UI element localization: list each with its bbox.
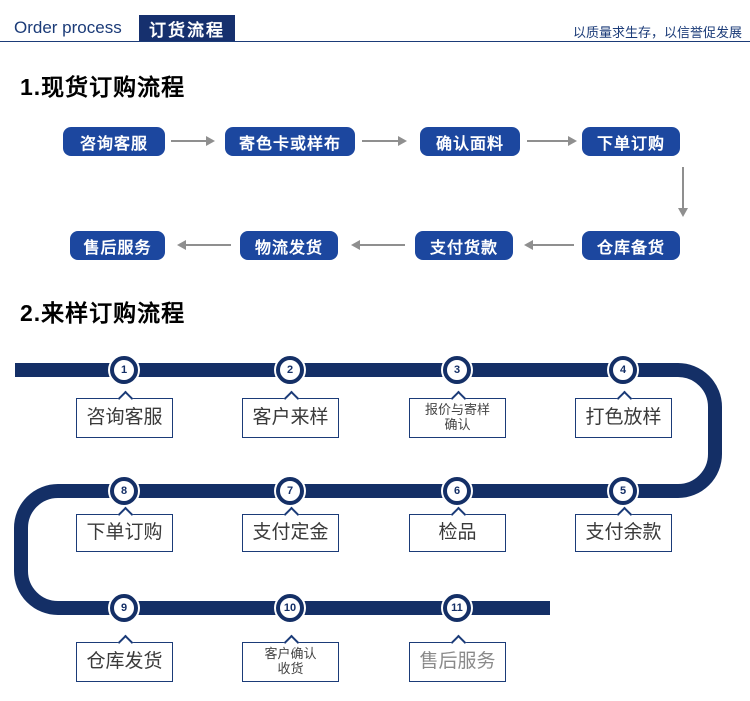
step-number: 10 — [283, 602, 297, 614]
section2-title: 2.来样订购流程 — [20, 300, 186, 326]
step-circle-10: 10 — [276, 594, 304, 622]
step-box-sample-in: 客户来样 — [242, 398, 339, 438]
step-box-place-order: 下单订购 — [76, 514, 173, 552]
step-circle-2: 2 — [276, 356, 304, 384]
arrow-right-icon — [527, 136, 577, 146]
step-box-receive-confirm: 客户确认 收货 — [242, 642, 339, 682]
step-number: 7 — [286, 485, 294, 497]
step-circle-4: 4 — [609, 356, 637, 384]
step-circle-8: 8 — [110, 477, 138, 505]
arrow-left-icon — [524, 240, 574, 250]
arrow-down-icon — [678, 167, 688, 217]
step-box-color-proof: 打色放样 — [575, 398, 672, 438]
section1-title: 1.现货订购流程 — [20, 74, 186, 100]
step-box-balance: 支付余款 — [575, 514, 672, 552]
step-box-quote-confirm: 报价与寄样 确认 — [409, 398, 506, 438]
step-circle-7: 7 — [276, 477, 304, 505]
arrow-right-icon — [362, 136, 407, 146]
step-box-inspection: 检品 — [409, 514, 506, 552]
step-number: 4 — [619, 364, 627, 376]
step-number: 1 — [120, 364, 128, 376]
flow-box-warehouse-prepare: 仓库备货 — [582, 231, 680, 260]
flow-box-consult: 咨询客服 — [63, 127, 165, 156]
header-title-en: Order process — [14, 18, 122, 37]
arrow-left-icon — [177, 240, 231, 250]
step-box-after-sale: 售后服务 — [409, 642, 506, 682]
step-number: 6 — [453, 485, 461, 497]
step-circle-9: 9 — [110, 594, 138, 622]
step-number: 5 — [619, 485, 627, 497]
step-circle-11: 11 — [443, 594, 471, 622]
arrow-right-icon — [171, 136, 215, 146]
flow-box-place-order: 下单订购 — [582, 127, 680, 156]
step-circle-3: 3 — [443, 356, 471, 384]
step-circle-6: 6 — [443, 477, 471, 505]
step-number: 9 — [120, 602, 128, 614]
step-number: 8 — [120, 485, 128, 497]
step-box-ship: 仓库发货 — [76, 642, 173, 682]
flow-box-pay-goods: 支付货款 — [415, 231, 513, 260]
flow-box-after-sale: 售后服务 — [70, 231, 165, 260]
step-number: 2 — [286, 364, 294, 376]
header-slogan: 以质量求生存，以信誉促发展 — [572, 25, 742, 40]
header-tab-label: 订货流程 — [149, 21, 225, 40]
step-number: 11 — [451, 602, 463, 614]
flow-box-logistics: 物流发货 — [240, 231, 338, 260]
step-box-deposit: 支付定金 — [242, 514, 339, 552]
step-box-consult: 咨询客服 — [76, 398, 173, 438]
step-circle-1: 1 — [110, 356, 138, 384]
arrow-left-icon — [351, 240, 405, 250]
header-tab: 订货流程 — [139, 15, 235, 42]
flow-box-send-card: 寄色卡或样布 — [225, 127, 355, 156]
header-divider — [0, 41, 750, 42]
step-circle-5: 5 — [609, 477, 637, 505]
step-number: 3 — [453, 364, 461, 376]
flow-box-confirm-fabric: 确认面料 — [420, 127, 520, 156]
